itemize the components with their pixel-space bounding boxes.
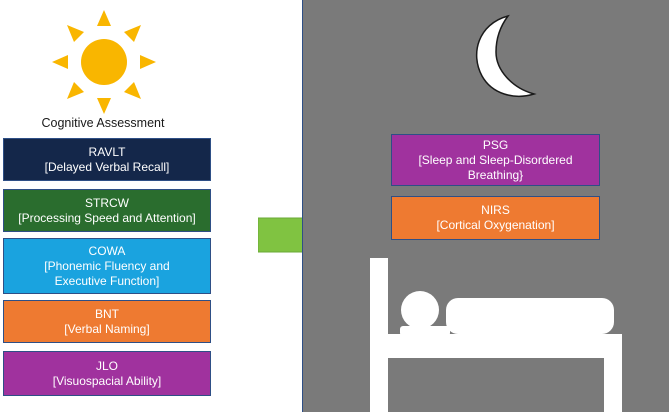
test-box-strcw: STRCW [Processing Speed and Attention] [3,189,211,232]
test-desc-line-2: Executive Function] [54,273,160,288]
test-name: COWA [88,243,126,258]
test-name: JLO [95,358,118,373]
test-name: BNT [95,306,119,321]
test-desc: [Processing Speed and Attention] [18,210,196,225]
measure-name: NIRS [481,203,510,217]
measure-box-psg: PSG [Sleep and Sleep-Disordered Breathin… [391,134,600,186]
test-name: RAVLT [88,144,126,159]
test-box-bnt: BNT [Verbal Naming] [3,300,211,343]
measure-desc-line-2: Breathing} [467,167,524,182]
test-desc-line-1: [Phonemic Fluency and [44,258,170,273]
moon-icon [475,14,537,97]
measure-desc: [Cortical Oxygenation] [436,218,555,232]
measure-desc-line-1: [Sleep and Sleep-Disordered [418,152,573,167]
cognitive-assessment-title: Cognitive Assessment [41,116,165,130]
cognitive-assessment-panel: Cognitive Assessment RAVLT [Delayed Verb… [0,0,220,412]
measure-box-nirs: NIRS [Cortical Oxygenation] [391,196,600,240]
test-desc: [Delayed Verbal Recall] [44,159,170,174]
sun-icon [52,10,156,114]
test-box-ravlt: RAVLT [Delayed Verbal Recall] [3,138,211,181]
measure-name: PSG [482,137,509,152]
test-box-jlo: JLO [Visuospacial Ability] [3,351,211,396]
test-box-cowa: COWA [Phonemic Fluency and Executive Fun… [3,238,211,294]
test-name: STRCW [85,195,129,210]
test-desc: [Verbal Naming] [64,321,150,336]
test-desc: [Visuospacial Ability] [52,373,162,388]
bed-sleeping-person-icon [370,258,622,412]
